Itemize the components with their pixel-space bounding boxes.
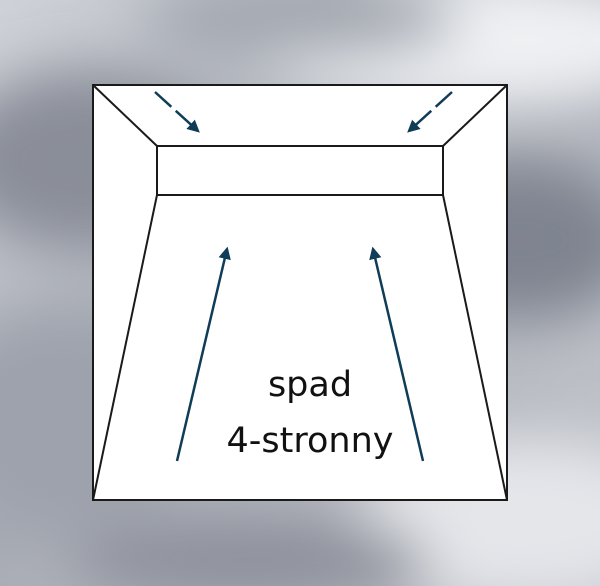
slope-line-top-right <box>442 84 508 147</box>
arrow-icon-top-right <box>407 91 453 133</box>
arrow-icon-top-left <box>154 91 200 133</box>
diagram-label-line-1: spad <box>267 365 353 405</box>
slope-line-top-left <box>92 84 158 147</box>
diagram-label-line-2: 4-stronny <box>226 421 394 461</box>
slope-line-bottom-left <box>92 194 158 501</box>
arrow-icon-left <box>175 246 231 462</box>
arrow-icon-right <box>369 246 425 462</box>
inner-drain-rectangle <box>156 145 444 196</box>
slope-line-bottom-right <box>442 194 508 501</box>
